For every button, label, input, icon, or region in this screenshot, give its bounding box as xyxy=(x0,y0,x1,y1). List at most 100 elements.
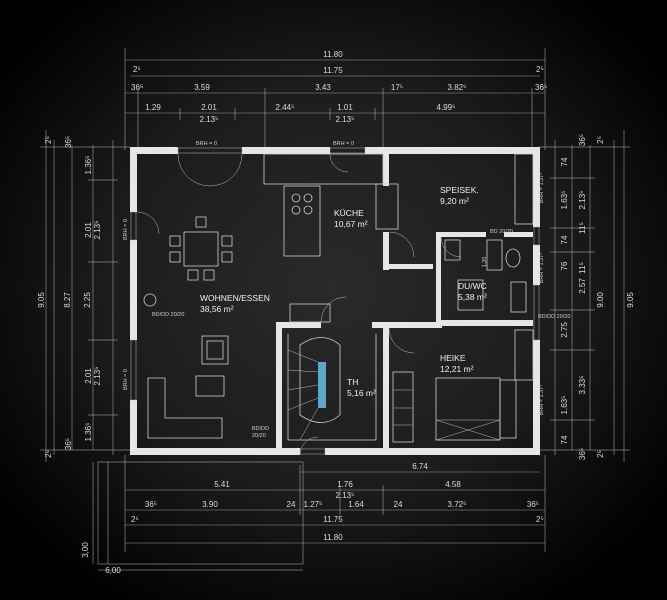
dim-bottom-segment: 1.64 xyxy=(348,500,364,509)
dim-left-segment: 36⁵ xyxy=(64,438,73,450)
dim-top-small: 2⁵ xyxy=(536,65,544,74)
dim-terrace-depth: 3,00 xyxy=(81,542,90,558)
dim-right-segment: 2.75 xyxy=(560,322,569,338)
room-name-kueche: KÜCHE xyxy=(334,208,364,218)
dim-top-segment: 2.13⁵ xyxy=(200,115,219,124)
dim-bottom-total-1: 11.80 xyxy=(323,533,343,542)
dim-bottom-total-2: 11.75 xyxy=(323,515,343,524)
interior-walls xyxy=(276,154,533,448)
dim-top-total-1: 11.80 xyxy=(323,50,343,59)
windows xyxy=(130,147,540,455)
dim-right-segment: 2.57 xyxy=(578,278,587,294)
staircase xyxy=(287,334,377,441)
dim-bottom-segment: 36⁵ xyxy=(527,500,539,509)
dim-top-total-2: 11.75 xyxy=(323,66,343,75)
dim-right-segment: 3.33⁵ xyxy=(578,376,587,395)
room-name-th: TH xyxy=(347,377,358,387)
dim-top-segment: 2.13⁵ xyxy=(336,115,355,124)
note-bd: 20/20 xyxy=(252,433,266,439)
dim-right-segment: 74 xyxy=(560,435,569,444)
dim-right-small: 36⁵ xyxy=(578,448,587,460)
dining-table-with-chairs xyxy=(169,216,233,281)
room-area-kueche: 10,67 m² xyxy=(334,219,368,229)
note-brh: BRH = 0 xyxy=(123,369,129,390)
room-name-speisek: SPEISEK. xyxy=(440,185,479,195)
kitchen-counter xyxy=(263,153,399,323)
dim-left-col3: 8.27 xyxy=(63,292,72,308)
dim-left-segment: 2.13⁵ xyxy=(93,367,102,386)
dim-right-segment: 1.63⁵ xyxy=(560,396,569,415)
dim-bottom-segment: 4.58 xyxy=(445,480,461,489)
dim-right-segment: 11⁵ xyxy=(578,262,587,274)
top-dimension-lines xyxy=(124,48,546,150)
dim-bottom-segment: 3.72⁵ xyxy=(448,500,467,509)
dim-top-segment: 17⁵ xyxy=(391,83,403,92)
dim-bottom-small: 2⁵ xyxy=(536,515,544,524)
dim-top-segment: 3.59 xyxy=(194,83,210,92)
dim-bottom-segment: 24 xyxy=(394,500,403,509)
dim-top-segment: 1.01 xyxy=(337,103,353,112)
room-name-heike: HEIKE xyxy=(440,353,466,363)
note-brh: BRH = 1.37⁵ xyxy=(538,253,545,284)
dim-bottom-segment: 2.13⁵ xyxy=(336,491,355,500)
dim-left-segment: 36⁵ xyxy=(64,136,73,148)
dim-bottom-segment: 1.27⁵ xyxy=(304,500,323,509)
note-bd: BD/DD 20/20 xyxy=(152,312,184,318)
bed xyxy=(392,371,517,443)
dim-right-segment: 74 xyxy=(560,157,569,166)
bathroom-fixtures xyxy=(444,239,527,313)
dim-right-outer-1: 9.05 xyxy=(626,292,635,308)
bottom-dimension-lines xyxy=(124,455,546,552)
pantry-shelves xyxy=(514,153,534,381)
room-area-speisek: 9,20 m² xyxy=(440,196,469,206)
note-brh: BRH = 0 xyxy=(333,141,354,147)
dim-top-small: 36⁵ xyxy=(131,83,143,92)
dim-top-segment: 3.43 xyxy=(315,83,331,92)
room-area-duwc: 5,38 m² xyxy=(458,292,487,302)
left-dimension-lines xyxy=(40,130,130,462)
terrace-outline xyxy=(92,461,304,571)
dim-bottom-small: 2⁵ xyxy=(131,515,139,524)
dim-right-segment: 1.63⁵ xyxy=(560,191,569,210)
room-area-heike: 12,21 m² xyxy=(440,364,474,374)
dim-left-small: 2⁵ xyxy=(44,136,53,144)
room-name-duwc: DU/WC xyxy=(458,281,487,291)
kitchen-island xyxy=(283,185,321,257)
dim-left-segment: 1.36⁵ xyxy=(84,156,93,175)
note-height: 1.20 xyxy=(482,257,488,268)
dim-bottom-segment: 36⁵ xyxy=(145,500,157,509)
dim-top-segment: 4.99⁵ xyxy=(437,103,456,112)
dim-right-segment: 76 xyxy=(560,261,569,270)
note-brh: BRH = 1.37⁵ xyxy=(538,385,545,416)
dim-top-segment: 2.44⁵ xyxy=(276,103,295,112)
room-name-wohnen: WOHNEN/ESSEN xyxy=(200,293,270,303)
dim-bottom-674: 6.74 xyxy=(412,462,428,471)
dim-bottom-segment: 1.76 xyxy=(337,480,353,489)
note-brh: BRH = 0 xyxy=(123,219,129,240)
dim-left-segment: 2.01 xyxy=(84,222,93,238)
dim-right-segment: 2.13⁵ xyxy=(578,191,587,210)
dim-bottom-segment: 5.41 xyxy=(214,480,230,489)
dim-bottom-segment: 3.90 xyxy=(202,500,218,509)
dim-right-segment: 74 xyxy=(560,235,569,244)
dim-top-small: 36⁵ xyxy=(535,83,547,92)
dim-right-outer-2: 9.00 xyxy=(596,292,605,308)
dim-top-segment: 1.29 xyxy=(145,103,161,112)
door-swings xyxy=(136,153,462,456)
dim-top-segment: 2.01 xyxy=(201,103,217,112)
note-bd: BD/DD xyxy=(252,426,269,432)
dim-right-small: 36⁵ xyxy=(578,134,587,146)
dim-top-small: 2⁵ xyxy=(133,65,141,74)
room-area-wohnen: 38,56 m² xyxy=(200,304,234,314)
exterior-walls xyxy=(130,147,540,455)
dim-left-segment: 2.25 xyxy=(83,292,92,308)
dim-left-segment: 2.01 xyxy=(84,368,93,384)
dim-left-small: 2⁵ xyxy=(44,450,53,458)
note-brh: BRH = 1.37⁵ xyxy=(538,173,545,204)
note-brh: BRH = 0 xyxy=(196,141,217,147)
dim-left-segment: 2.13⁵ xyxy=(93,221,102,240)
dim-left-outer-1: 9.05 xyxy=(37,292,46,308)
right-dimension-lines xyxy=(538,130,630,462)
